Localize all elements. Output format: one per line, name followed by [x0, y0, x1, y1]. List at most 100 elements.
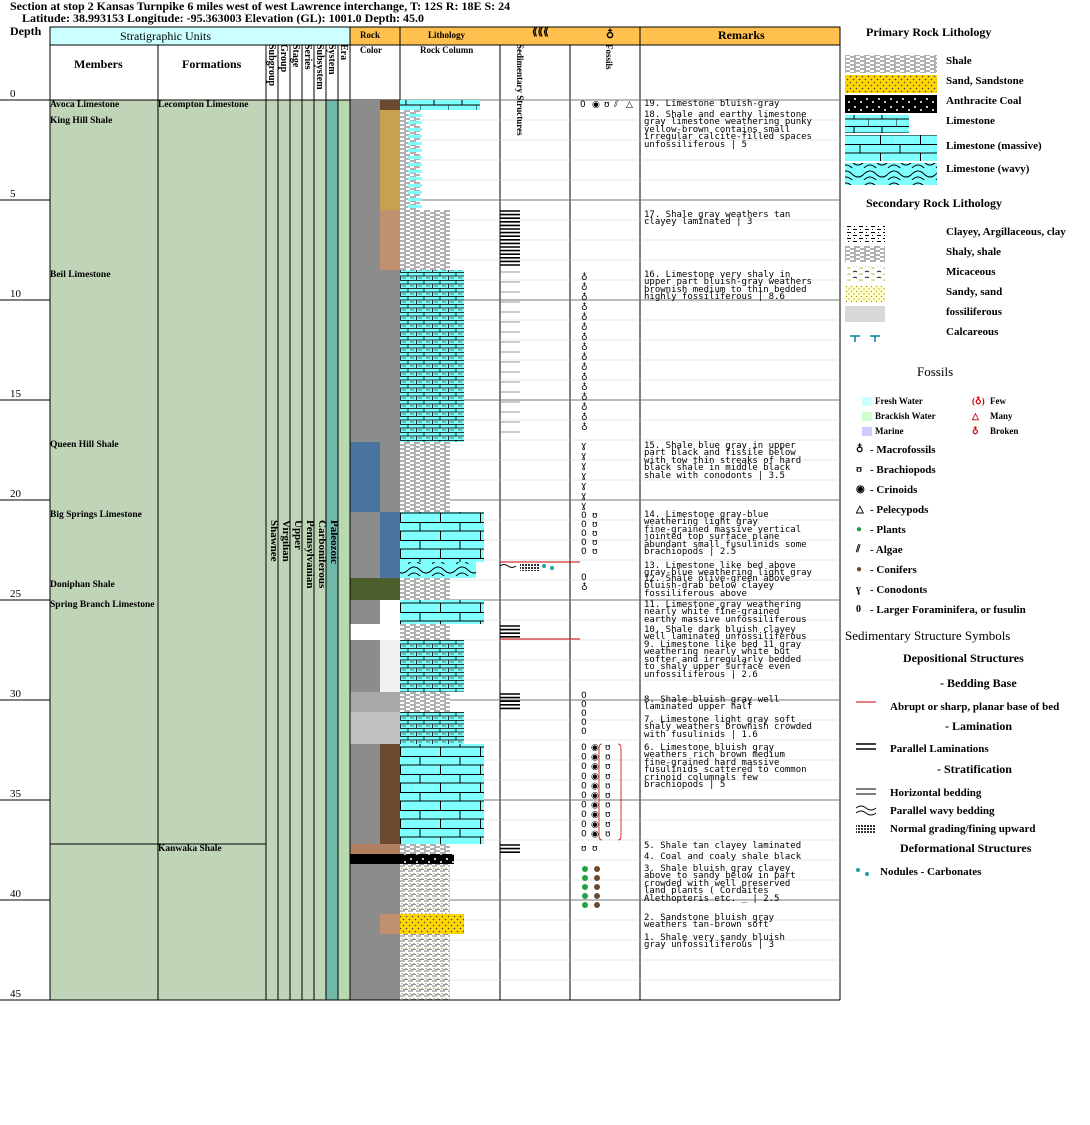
lithology-bed-11 — [400, 600, 484, 624]
fusulinid-icon: 0 — [581, 829, 587, 839]
fusulinid-icon: 0 — [580, 100, 586, 110]
bed-18-lime-stringer — [408, 170, 422, 173]
fusulinid-icon: 0 — [581, 511, 587, 521]
conodont-icon: ɣ — [581, 471, 586, 481]
macrofossil-icon: ♁ — [581, 582, 588, 593]
legend-secondary-swatch — [845, 266, 885, 282]
legend-fossil-icon: △ — [856, 504, 864, 515]
rock-color-secondary — [380, 442, 400, 512]
legend-fossil-label: - Crinoids — [870, 484, 918, 496]
conodont-icon: ɣ — [581, 451, 586, 461]
wavy-bedding — [499, 564, 517, 568]
legend-fossil-label: - Macrofossils — [870, 444, 936, 456]
rock-color-primary — [350, 692, 380, 712]
legend-environment-label: Brackish Water — [875, 411, 936, 421]
legend-secondary-label: Clayey, Argillaceous, clay — [946, 226, 1066, 238]
fusulinid-icon: 0 — [581, 529, 587, 539]
legend-fossil-label: - Brachiopods — [870, 464, 936, 476]
remark-bed-text: 3. Shale bluish gray clayey above to san… — [644, 864, 796, 904]
lithology-bed-4 — [400, 854, 454, 864]
few-bracket — [617, 743, 622, 841]
legend-fossil-icon: ◉ — [856, 484, 865, 495]
member-label: Spring Branch Limestone — [50, 600, 155, 610]
crinoid-icon: ◉ — [591, 810, 599, 820]
bed-18-lime-stringer — [408, 177, 422, 180]
rock-color-primary — [350, 578, 380, 600]
legend-secondary-label: Sandy, sand — [946, 286, 1003, 298]
macrofossil-icon: ♁ — [581, 332, 588, 343]
conifer-icon — [594, 875, 600, 881]
rank-header-system: System — [326, 44, 337, 75]
rock-color-primary — [350, 934, 380, 1000]
lithology-bed-6 — [400, 744, 484, 844]
brachiopod-icon: ʊ — [605, 781, 611, 791]
fusulinid-icon: 0 — [581, 718, 587, 728]
rock-color-secondary — [380, 600, 400, 624]
rock-color-secondary — [380, 110, 400, 210]
macrofossil-icon: ♁ — [581, 422, 588, 433]
member-label: Queen Hill Shale — [50, 440, 119, 450]
crinoid-icon: ◉ — [591, 743, 599, 753]
rock-color-secondary — [380, 100, 400, 110]
legend-secondary-swatch — [845, 226, 885, 242]
macrofossil-icon: ♁ — [581, 382, 588, 393]
color-subtitle: Color — [360, 45, 382, 55]
brachiopod-icon: ʊ — [605, 829, 611, 839]
macrofossil-icon: ♁ — [581, 402, 588, 413]
legend-secondary-label: Calcareous — [946, 326, 999, 338]
conodont-icon: ɣ — [581, 461, 586, 471]
bed-18-lime-stringer — [408, 121, 422, 124]
macrofossil-icon: ♁ — [581, 312, 588, 323]
legend-primary-label: Sand, Sandstone — [946, 75, 1024, 87]
depth-tick-label: 35 — [10, 788, 21, 800]
legend-abundance-icon: △ — [972, 411, 979, 421]
bed-18-lime-stringer — [408, 191, 422, 194]
legend-fossil-label: - Larger Foraminifera, or fusulin — [870, 604, 1026, 616]
macrofossil-icon: ♁ — [581, 362, 588, 373]
legend-secondary-label: fossiliferous — [946, 306, 1003, 318]
formation-label: Kanwaka Shale — [158, 844, 222, 854]
few-bracket — [598, 743, 603, 841]
rock-title: Rock — [360, 30, 380, 40]
plant-icon — [582, 884, 588, 890]
rock-color-primary — [350, 744, 380, 844]
fossil-header-icon: ♁ — [606, 29, 615, 41]
brachiopod-icon: ʊ — [605, 743, 611, 753]
crinoid-icon: ◉ — [591, 753, 599, 763]
rock-color-secondary — [380, 934, 400, 1000]
fusulinid-icon: 0 — [581, 743, 587, 753]
sed-structure-header-icon: ⟪⟪⟪ — [532, 27, 549, 38]
rank-header-subsystem: Subsystem — [314, 44, 325, 90]
legend-nodule-swatch — [865, 872, 869, 876]
lithology-bed-2 — [400, 914, 464, 934]
remark-bed-text: 14. Limestone gray-blue weathering light… — [644, 510, 807, 558]
brachiopod-icon: ʊ — [592, 538, 598, 548]
rock-color-secondary — [380, 844, 400, 854]
brachiopod-icon: ʊ — [605, 810, 611, 820]
crinoid-icon: ◉ — [591, 801, 599, 811]
brachiopod-icon: ʊ — [604, 100, 610, 110]
remark-bed-text: 18. Shale and earthy limestone gray lime… — [644, 110, 812, 150]
fusulinid-icon: 0 — [581, 820, 587, 830]
legend-environment-label: Fresh Water — [875, 396, 923, 406]
rock-color-primary — [350, 100, 380, 110]
legend-primary-label: Limestone — [946, 115, 995, 127]
conodont-icon: ɣ — [581, 491, 586, 501]
bed-18-lime-stringer — [408, 184, 422, 187]
fossils-title: Fossils — [604, 44, 614, 70]
legend-sed-title: Sedimentary Structure Symbols — [845, 628, 1011, 643]
conodont-icon: ɣ — [581, 501, 586, 511]
brachiopod-icon: ʊ — [605, 772, 611, 782]
conifer-icon — [594, 866, 600, 872]
rank-name-pennsylvanian: Pennsylvanian — [304, 520, 316, 589]
legend-depositional-title: Depositional Structures — [903, 651, 1024, 665]
normal-grading — [520, 563, 540, 571]
legend-bedding-base: - Bedding Base — [940, 676, 1017, 690]
members-title: Members — [74, 57, 123, 71]
pelecypod-icon: △ — [626, 100, 633, 110]
fusulinid-icon: 0 — [581, 810, 587, 820]
brachiopod-icon: ʊ — [592, 547, 598, 557]
rock-color-primary — [350, 110, 380, 210]
legend-abundance-label: Many — [990, 411, 1013, 421]
